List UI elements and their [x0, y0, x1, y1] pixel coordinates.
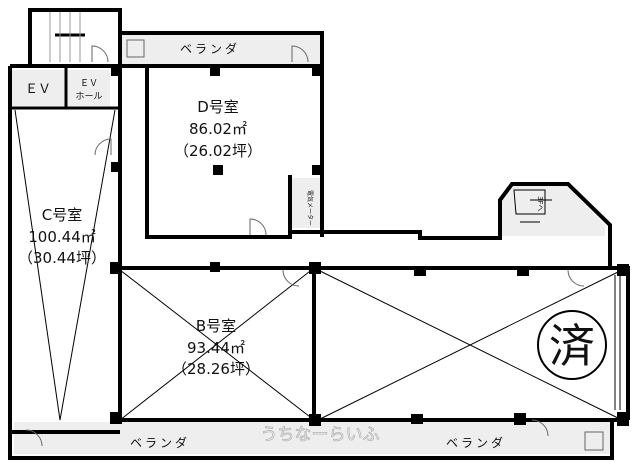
- c-room-x: [14, 109, 116, 421]
- c-room-area: 100.44㎡: [28, 228, 96, 246]
- b-room-name: B号室: [196, 317, 236, 335]
- veranda-bottom-area: [14, 422, 610, 454]
- meter-closet: [291, 178, 321, 228]
- ev-label: ＥＶ: [25, 82, 51, 97]
- ev-hall-label-1: ＥＶ: [80, 79, 98, 89]
- veranda-top-area: [120, 34, 322, 65]
- ev-hall-label-2: ホール: [75, 91, 102, 102]
- d-room-name: D号室: [197, 98, 239, 116]
- a-room-x: [317, 269, 623, 421]
- veranda-bottom-left-label: ベランダ: [130, 435, 190, 450]
- d-room-area: 86.02㎡: [189, 120, 247, 138]
- b-room-x: [119, 267, 315, 421]
- sold-stamp: 済: [549, 319, 595, 373]
- window: [614, 275, 621, 410]
- stairs-3f-label: 3Fへ: [536, 196, 544, 211]
- watermark: うちなーらいふ: [261, 425, 380, 445]
- sold-stamp-circle: [537, 310, 607, 380]
- ev-area: [12, 70, 110, 106]
- b-room-area: 93.44㎡: [187, 339, 245, 357]
- veranda-top-label: ベランダ: [180, 41, 240, 56]
- c-room-name: C号室: [42, 206, 82, 224]
- d-room-tsubo: （26.02坪）: [174, 142, 262, 160]
- veranda-bottom-right-label: ベランダ: [446, 435, 506, 450]
- doors: [25, 39, 604, 451]
- meter-label: 電気メーター: [306, 190, 314, 226]
- stair-3f-area: [500, 186, 605, 236]
- columns: [110, 66, 629, 426]
- c-room-tsubo: （30.44坪）: [18, 249, 106, 267]
- b-room-tsubo: （28.26坪）: [172, 360, 260, 378]
